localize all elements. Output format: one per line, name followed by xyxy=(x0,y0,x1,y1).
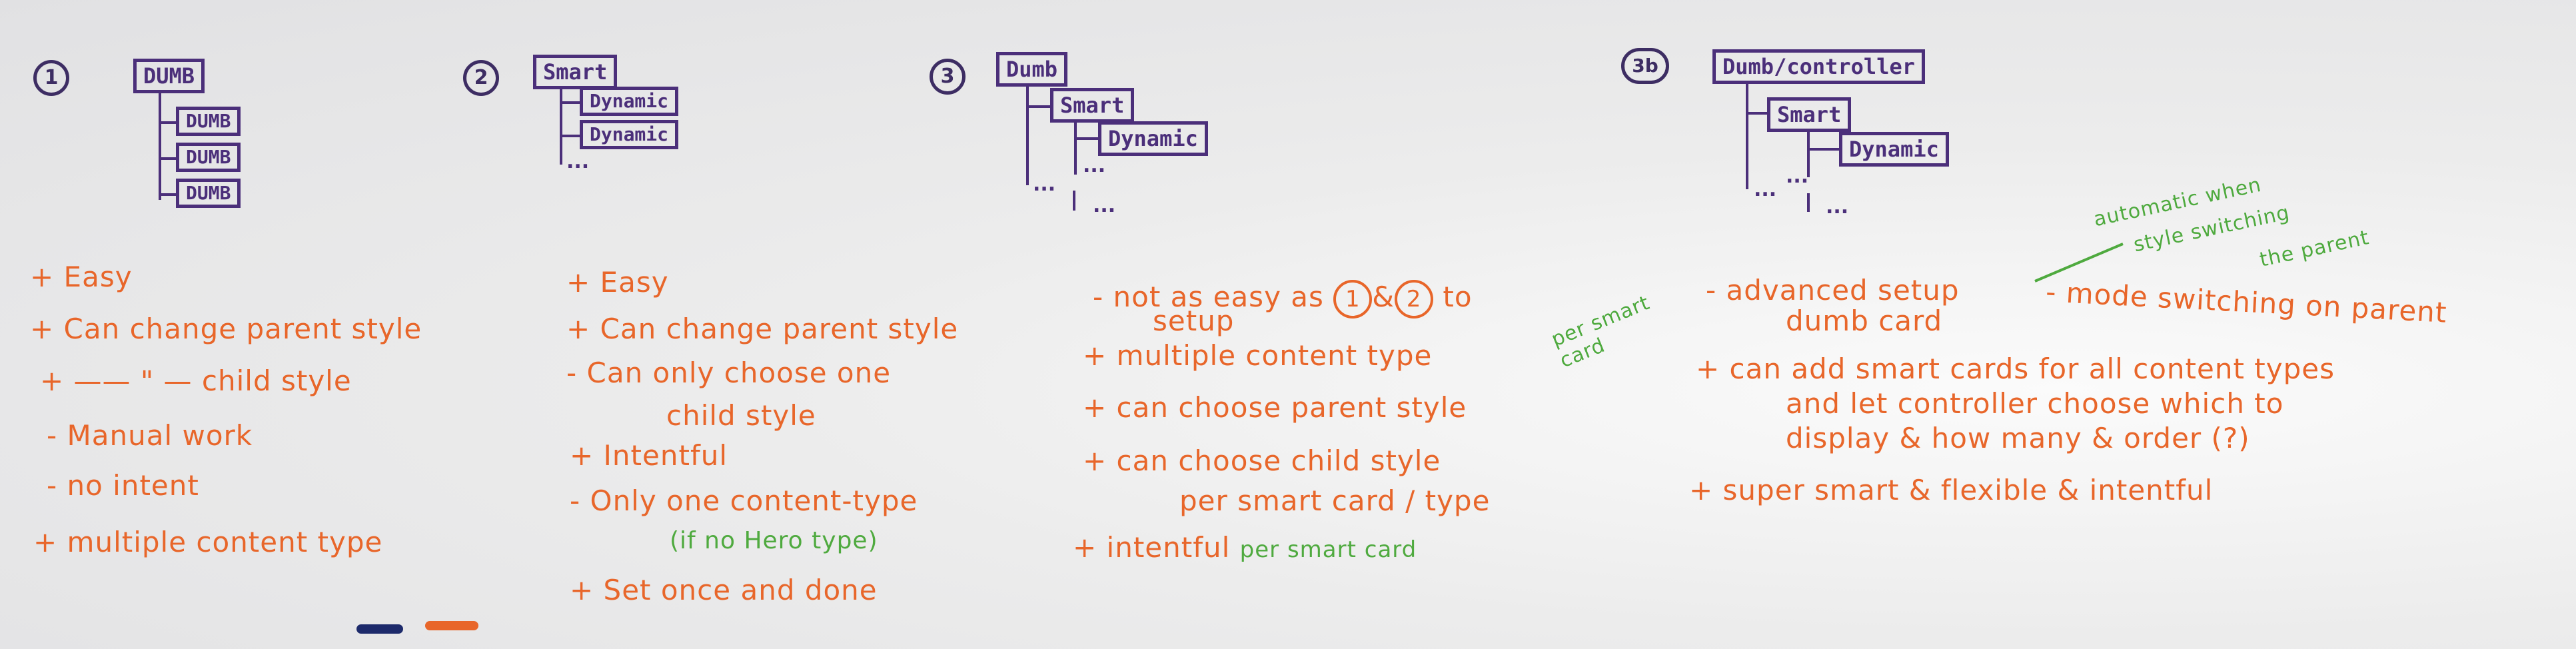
diagram-1-number: 1 xyxy=(33,60,69,96)
col1-note: - Manual work xyxy=(47,419,253,452)
diagram-3-sub-branch xyxy=(1074,137,1098,140)
col3-note: setup xyxy=(1153,305,1235,337)
col3-note: + intentful per smart card xyxy=(1073,532,1417,566)
diagram-3-grandchild-box: Dynamic xyxy=(1098,121,1208,156)
diagram-3b-grandchild-box: Dynamic xyxy=(1839,132,1949,167)
diagram-2-branch xyxy=(560,135,580,137)
diagram-2-connector xyxy=(560,88,562,165)
col2-note: - Can only choose one xyxy=(566,356,892,389)
diagram-1-connector xyxy=(159,93,161,200)
col3-note-text: to xyxy=(1443,281,1473,313)
diagram-3-ellipsis: ... xyxy=(1093,194,1116,217)
diagram-3-sub-connector xyxy=(1074,121,1077,175)
diagram-2-number: 2 xyxy=(463,60,499,96)
note-pointer-line xyxy=(2034,243,2124,283)
col2-note: + Intentful xyxy=(570,439,728,472)
col1-note: + Can change parent style xyxy=(30,313,422,345)
col1-note: - no intent xyxy=(47,469,199,502)
ampersand: & xyxy=(1372,281,1395,313)
circled-number: 2 xyxy=(1395,280,1434,319)
col2-note: + Easy xyxy=(566,266,669,299)
diagram-1-child-box: DUMB xyxy=(176,143,241,172)
diagram-2-branch xyxy=(560,101,580,104)
col3-note-text: + intentful xyxy=(1073,531,1231,564)
col3-note: - not as easy as 1&2 to xyxy=(1093,280,1473,319)
diagram-2-child-box: Dynamic xyxy=(580,120,679,149)
diagram-1-parent-box: DUMB xyxy=(133,59,205,93)
col1-note: + Easy xyxy=(30,261,133,293)
diagram-3b-number: 3b xyxy=(1621,48,1669,84)
col2-note: + Set once and done xyxy=(570,574,878,606)
diagram-2-ellipsis: ... xyxy=(566,150,590,173)
navy-marker xyxy=(356,624,403,634)
diagram-2-child-box: Dynamic xyxy=(580,87,679,116)
diagram-1-branch xyxy=(159,121,176,124)
col3-note: + multiple content type xyxy=(1083,339,1433,372)
diagram-3b-branch xyxy=(1746,112,1767,115)
col3-note: per smart card / type xyxy=(1179,484,1491,517)
diagram-3b-connector xyxy=(1746,83,1748,189)
diagram-3b-ellipsis: ... xyxy=(1754,178,1777,201)
per-smart-card-note: per smart card xyxy=(1548,291,1653,373)
diagram-1-branch xyxy=(159,193,176,196)
diagram-3-number: 3 xyxy=(930,59,966,95)
col4-note: + super smart & flexible & intentful xyxy=(1689,474,2214,506)
diagram-3b-ellipsis: ... xyxy=(1826,195,1849,219)
col2-green-note: (if no Hero type) xyxy=(670,527,878,554)
col4-note: display & how many & order (?) xyxy=(1786,422,2250,454)
orange-marker xyxy=(425,621,478,630)
diagram-3-child-box: Smart xyxy=(1050,88,1135,123)
diagram-3-connector xyxy=(1026,85,1029,185)
col4-note: and let controller choose which to xyxy=(1786,387,2284,420)
diagram-3-ellipsis: ... xyxy=(1083,154,1106,177)
col2-note: + Can change parent style xyxy=(566,313,959,345)
circled-number: 1 xyxy=(1333,280,1373,319)
diagram-3b-child-box: Smart xyxy=(1767,97,1852,132)
diagram-3b-ellipsis: ... xyxy=(1786,165,1809,188)
diagram-3b-stub xyxy=(1807,193,1810,212)
diagram-3-parent-box: Dumb xyxy=(996,52,1068,87)
diagram-3b-sub-connector xyxy=(1807,131,1810,177)
diagram-3b-parent-box: Dumb/controller xyxy=(1712,49,1925,84)
col1-note: + —— " — child style xyxy=(40,364,352,397)
diagram-2-parent-box: Smart xyxy=(533,55,618,89)
col1-note: + multiple content type xyxy=(33,526,383,558)
col2-note: - Only one content-type xyxy=(570,484,918,517)
col3-note: + can choose child style xyxy=(1083,444,1441,477)
col3-green-note: per smart card xyxy=(1239,536,1417,563)
col2-note: child style xyxy=(666,399,816,432)
diagram-1-child-box: DUMB xyxy=(176,179,241,208)
diagram-3-stub xyxy=(1073,191,1075,211)
col4-note: dumb card xyxy=(1786,305,1943,337)
col3-note: + can choose parent style xyxy=(1083,391,1467,424)
col3-note-text: - not as easy as xyxy=(1093,281,1324,313)
col4-note: - advanced setup xyxy=(1706,274,1960,307)
diagram-1-child-box: DUMB xyxy=(176,107,241,136)
diagram-3b-sub-branch xyxy=(1807,148,1839,151)
diagram-3-ellipsis: ... xyxy=(1033,173,1056,196)
diagram-3-branch xyxy=(1026,105,1050,108)
diagram-1-branch xyxy=(159,157,176,160)
col4-note: + can add smart cards for all content ty… xyxy=(1696,352,2335,385)
